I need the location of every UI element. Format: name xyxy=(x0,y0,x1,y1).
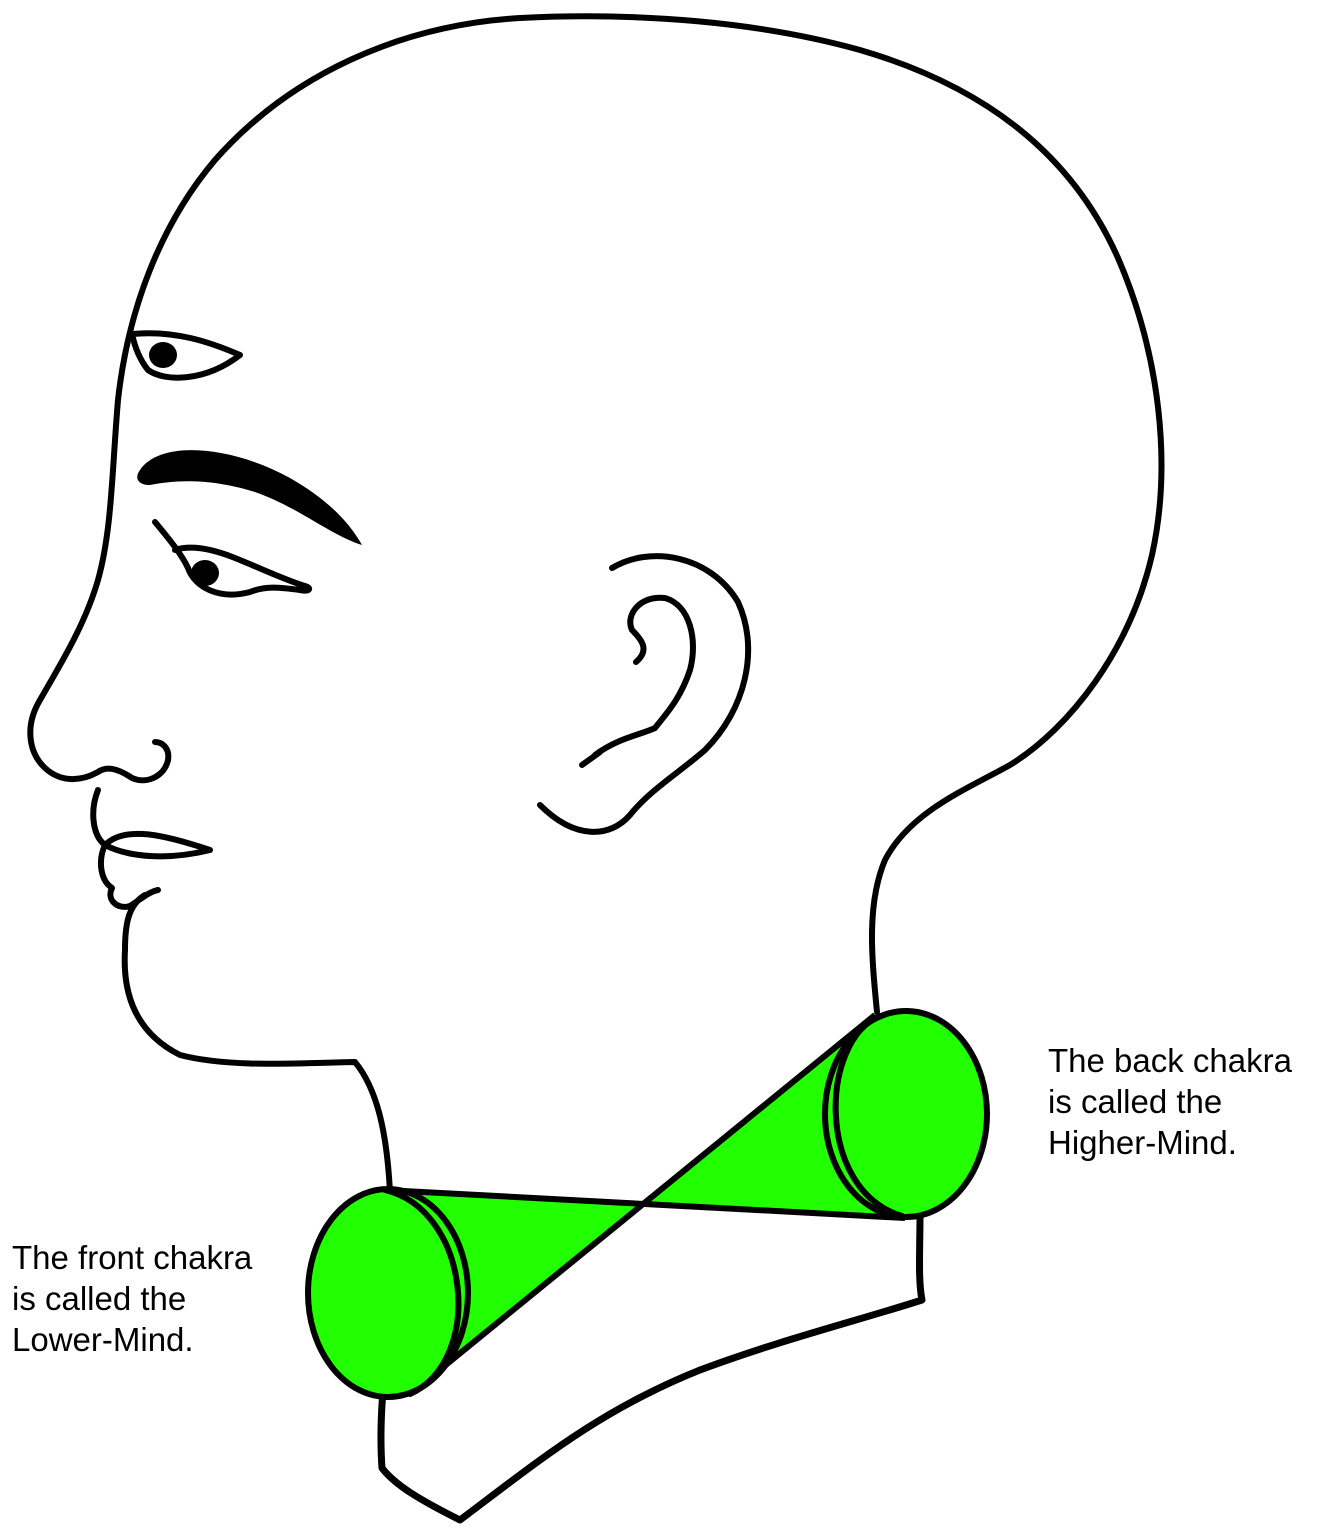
back-chakra-caption: The back chakra is called the Higher-Min… xyxy=(1048,1040,1292,1163)
front-caption-line-3: Lower-Mind. xyxy=(12,1319,252,1360)
eye-pupil xyxy=(191,560,219,586)
eye-outline xyxy=(155,522,309,595)
head-outline xyxy=(30,16,1161,1192)
back-caption-line-1: The back chakra xyxy=(1048,1040,1292,1081)
lips-outline xyxy=(105,834,210,857)
back-caption-line-3: Higher-Mind. xyxy=(1048,1122,1292,1163)
ear-outline xyxy=(540,556,748,832)
front-chakra-caption: The front chakra is called the Lower-Min… xyxy=(12,1237,252,1360)
front-caption-line-1: The front chakra xyxy=(12,1237,252,1278)
third-eye-pupil xyxy=(149,342,177,368)
third-eye-outline xyxy=(132,333,240,377)
front-caption-line-2: is called the xyxy=(12,1278,252,1319)
back-caption-line-2: is called the xyxy=(1048,1081,1292,1122)
eyebrow xyxy=(137,450,362,545)
ear-inner xyxy=(582,598,693,765)
